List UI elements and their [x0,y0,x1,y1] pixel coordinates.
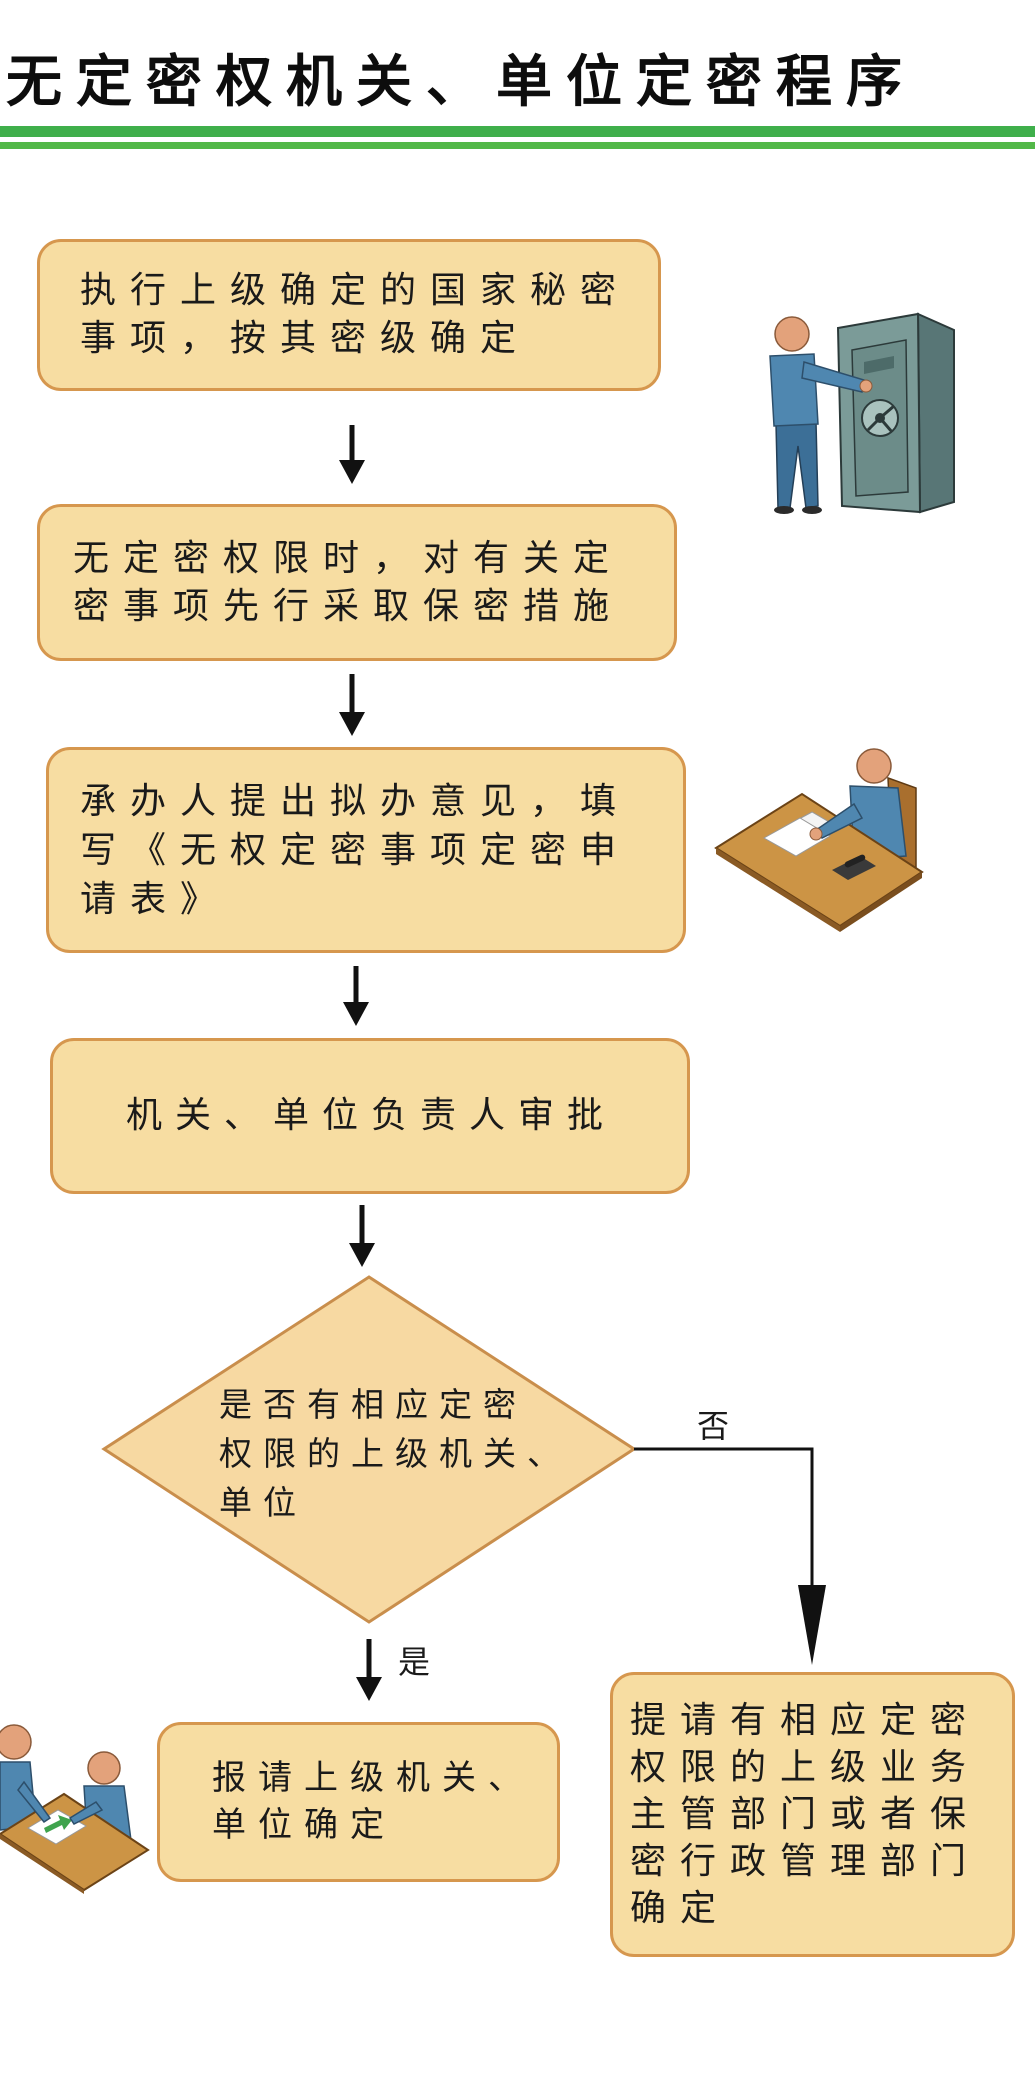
outcome-no-box: 提请有相应定密 权限的上级业务 主管部门或者保 密行政管理部门 确定 [610,1672,1015,1957]
two-people-at-desk-icon [0,1724,150,1894]
arrow-step4-to-decision [349,1205,375,1267]
arrow-step3-to-step4 [343,966,369,1026]
person-at-safe-icon [769,312,955,514]
outcome-yes-box: 报请上级机关、 单位确定 [157,1722,560,1882]
page-title: 无定密权机关、单位定密程序 [6,50,916,115]
outcome-no-line-3: 主管部门或者保 [630,1794,981,1835]
green-divider-thick [0,126,1035,137]
step-1-line-1: 执行上级确定的国家秘密 [80,270,631,311]
arrow-decision-no [634,1447,826,1665]
step-4-box: 机关、单位负责人审批 [50,1038,690,1194]
no-branch-label: 否 [697,1407,730,1445]
outcome-no-line-2: 权限的上级业务 [630,1747,981,1788]
arrow-step1-to-step2 [339,425,365,484]
person-writing-at-desk-icon [714,748,924,932]
step-4-line-1: 机关、单位负责人审批 [126,1095,617,1136]
step-3-line-2: 写《无权定密事项定密申 [80,829,631,871]
outcome-no-line-1: 提请有相应定密 [630,1700,981,1741]
arrow-step2-to-step3 [339,674,365,736]
arrow-decision-yes [356,1639,382,1701]
decision-line-2: 权限的上级机关、 [219,1434,571,1473]
decision-text: 是否有相应定密 权限的上级机关、 单位 [219,1380,571,1527]
step-2-line-1: 无定密权限时，对有关定 [73,537,624,579]
outcome-yes-line-1: 报请上级机关、 [212,1758,534,1798]
outcome-yes-line-2: 单位确定 [212,1805,396,1845]
decision-line-1: 是否有相应定密 [219,1385,527,1424]
decision-line-3: 单位 [219,1483,307,1522]
green-divider-thin [0,142,1035,149]
step-3-line-1: 承办人提出拟办意见，填 [80,780,631,822]
outcome-no-line-5: 确定 [630,1888,731,1929]
step-3-line-3: 请表》 [80,878,231,920]
step-2-box: 无定密权限时，对有关定 密事项先行采取保密措施 [37,504,677,661]
step-2-line-2: 密事项先行采取保密措施 [73,585,624,627]
step-1-box: 执行上级确定的国家秘密 事项，按其密级确定 [37,239,661,391]
step-1-line-2: 事项，按其密级确定 [80,318,531,359]
step-3-box: 承办人提出拟办意见，填 写《无权定密事项定密申 请表》 [46,747,686,953]
yes-branch-label: 是 [398,1643,431,1681]
outcome-no-line-4: 密行政管理部门 [630,1841,981,1882]
